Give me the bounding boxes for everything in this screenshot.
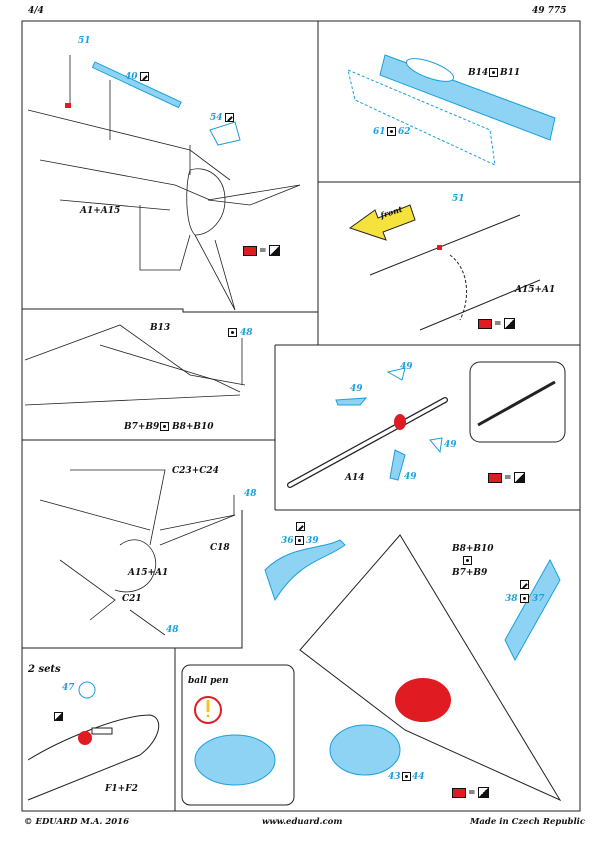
panel-f-drawing (39, 469, 236, 636)
kit-code: 49 775 (532, 6, 567, 16)
panel-a-label: A1+A15 (80, 206, 121, 216)
bend-icon (387, 127, 396, 136)
part-47-label: 47 (62, 683, 75, 693)
bend-icon (520, 594, 529, 603)
paint-icon (513, 472, 525, 483)
part-61-label: 61 (373, 127, 386, 137)
bend-icon (296, 522, 305, 531)
part-49-label: 49 (444, 440, 457, 450)
part-49-label: 49 (400, 362, 413, 372)
part-44-label: 44 (412, 772, 425, 782)
part-51-label: 51 (78, 36, 91, 46)
panel-h-drawing (181, 534, 562, 806)
part-51-label: 51 (452, 194, 465, 204)
part-43-label: 43 (388, 772, 401, 782)
part-40-strip (91, 61, 182, 109)
bend-icon (520, 580, 529, 589)
paint-icon (477, 787, 489, 798)
paint-legend-c: = (478, 318, 515, 329)
part-39-label: 39 (306, 536, 319, 546)
part-36-label: 36 (281, 536, 294, 546)
part-54-label: 54 (210, 113, 223, 123)
panel-d-label: B13 (150, 323, 171, 333)
panel-h-label-b7: B7+B9 (452, 568, 488, 578)
part-49-label: 49 (350, 384, 363, 394)
origin-text: Made in Czech Republic (470, 817, 586, 827)
bend-icon (140, 72, 149, 81)
paint-legend-h: = (452, 787, 489, 798)
panel-d-label-b8: B8+B10 (172, 422, 214, 432)
red-mark-a (65, 103, 71, 108)
part-37-label: 37 (532, 594, 545, 604)
panel-f-label-c23: C23+C24 (172, 466, 219, 476)
part-b14-label: B14 (468, 68, 489, 78)
part-48-label: 48 (244, 489, 257, 499)
paint-icon (54, 712, 63, 721)
ball-pen-label: ball pen (188, 676, 229, 686)
bend-icon (228, 328, 237, 337)
copyright: © EDUARD M.A. 2016 (24, 817, 129, 827)
panel-c-label: A15+A1 (515, 285, 556, 295)
red-swatch (478, 318, 492, 329)
bend-icon (160, 422, 169, 431)
red-swatch (488, 472, 502, 483)
bend-icon (402, 772, 411, 781)
paint-legend-e: = (488, 472, 525, 483)
panel-c-drawing (348, 204, 541, 331)
panel-g-label: F1+F2 (105, 784, 138, 794)
part-48-label: 48 (240, 328, 253, 338)
panel-h-label-b8: B8+B10 (452, 544, 494, 554)
panel-d-drawing (24, 324, 246, 406)
panel-g-drawing (27, 681, 160, 801)
red-swatch (243, 245, 257, 256)
page-number: 4/4 (28, 6, 44, 16)
red-swatch (452, 787, 466, 798)
panel-e-drawing (287, 361, 566, 488)
website-url: www.eduard.com (262, 817, 343, 827)
paint-icon (268, 245, 280, 256)
panel-f-label-c21: C21 (122, 594, 142, 604)
panel-e-label: A14 (345, 473, 365, 483)
panel-a-drawing (27, 55, 301, 311)
panel-f-label-a15: A15+A1 (128, 568, 169, 578)
bend-icon (489, 68, 498, 77)
part-62-label: 62 (398, 127, 411, 137)
part-40-label: 40 (125, 72, 138, 82)
panel-d-label-b7: B7+B9 (124, 422, 160, 432)
bend-icon (225, 113, 234, 122)
paint-icon (503, 318, 515, 329)
part-48-label: 48 (166, 625, 179, 635)
paint-legend-a: = (243, 245, 280, 256)
panel-f-label-c18: C18 (210, 543, 230, 553)
bend-icon (463, 556, 472, 565)
part-49-label: 49 (404, 472, 417, 482)
part-38-label: 38 (505, 594, 518, 604)
sets-label: 2 sets (28, 664, 61, 675)
part-b11-label: B11 (500, 68, 521, 78)
bend-icon (295, 536, 304, 545)
part-54 (209, 121, 241, 146)
panel-b-drawing (347, 54, 556, 166)
